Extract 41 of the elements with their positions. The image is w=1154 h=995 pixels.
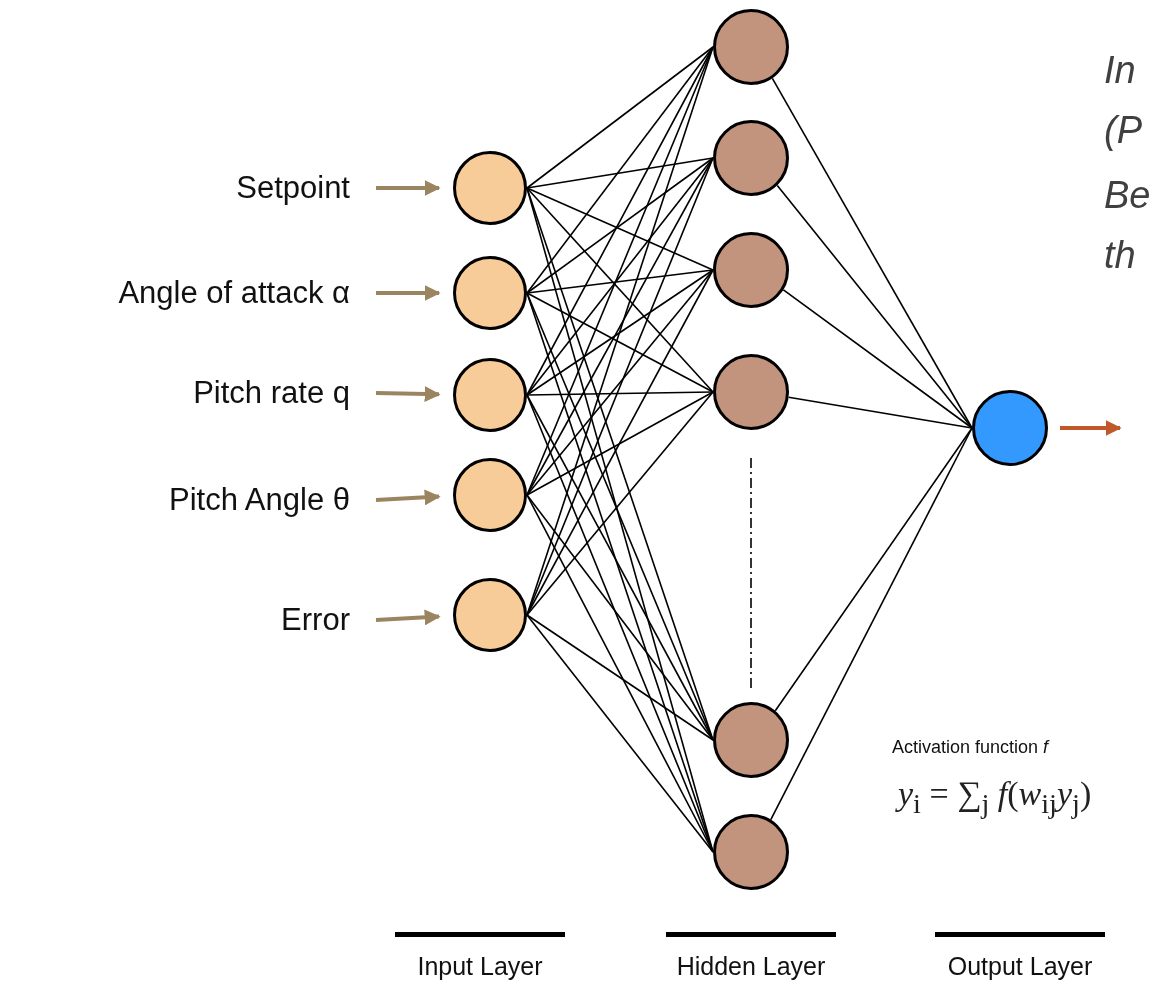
arrow: [376, 285, 441, 301]
connection-line: [526, 187, 714, 271]
cut-off-text: th: [1104, 233, 1136, 278]
connection-line: [770, 427, 973, 821]
input-label: Angle of attack α: [6, 273, 376, 313]
connection-line: [526, 269, 714, 294]
connection-line: [526, 46, 714, 294]
arrow: [375, 386, 441, 403]
connection-line: [526, 494, 714, 853]
connection-line: [526, 614, 714, 741]
input-label: Pitch rate q: [6, 373, 376, 413]
connection-line: [526, 157, 714, 294]
arrow: [375, 609, 441, 626]
connection-line: [526, 391, 714, 616]
connection-line: [526, 269, 714, 496]
connection-line: [526, 391, 714, 396]
connection-line: [526, 292, 714, 393]
layer-label: Hidden Layer: [675, 952, 827, 981]
connection-line: [782, 289, 973, 429]
connection-line: [526, 269, 714, 616]
connection-line: [526, 494, 714, 741]
connection-line: [526, 157, 714, 189]
input-label: Setpoint: [6, 168, 376, 208]
cut-off-text: In: [1104, 48, 1136, 93]
input-label: Pitch Angle θ: [6, 480, 376, 520]
arrow: [1060, 420, 1122, 436]
connection-line: [774, 427, 973, 712]
connection-line: [526, 46, 714, 189]
arrow: [375, 489, 441, 506]
connection-line: [526, 614, 714, 853]
layer-label: Output Layer: [946, 952, 1094, 981]
cut-off-text: (P: [1104, 108, 1142, 153]
input-label: Error: [6, 600, 376, 640]
connection-line: [526, 391, 714, 496]
arrow: [376, 180, 441, 196]
activation-label: Activation function f: [892, 737, 1049, 758]
connection-line: [787, 396, 973, 429]
connection-line: [776, 184, 973, 429]
layer-label: Input Layer: [416, 952, 544, 981]
cut-off-text: Be: [1104, 173, 1151, 218]
connection-line: [526, 269, 714, 396]
